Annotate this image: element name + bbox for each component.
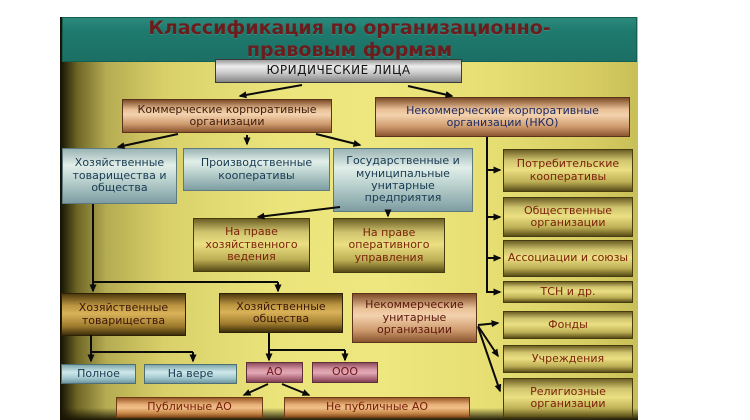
node-ao: АО (246, 362, 303, 383)
node-tsn-and-others: ТСН и др. (503, 281, 633, 303)
node-religious-organizations: Религиозные организации (503, 378, 633, 418)
node-business-societies: Хозяйственные общества (219, 293, 343, 333)
node-institutions: Учреждения (503, 345, 633, 373)
node-right-operational-management: На праве оперативного управления (333, 218, 445, 273)
node-consumer-cooperatives: Потребительские кооперативы (503, 149, 633, 192)
node-noncommercial-unitary-orgs: Некоммерческие унитарные организации (352, 293, 477, 343)
node-state-municipal-unitary-enterprises: Государственные и муниципальные унитарны… (333, 148, 473, 212)
node-business-partnerships: Хозяйственные товарищества (61, 293, 186, 336)
node-juridical-persons: ЮРИДИЧЕСКИЕ ЛИЦА (215, 59, 462, 83)
node-funds: Фонды (503, 311, 633, 339)
node-public-organizations: Общественные организации (503, 197, 633, 237)
node-commercial-corporate-orgs: Коммерческие корпоративные организации (122, 99, 332, 133)
node-right-economic-management: На праве хозяйственного ведения (193, 218, 310, 272)
node-limited-partnership: На вере (144, 364, 237, 384)
node-full-partnership: Полное (61, 364, 136, 384)
node-public-ao: Публичные АО (116, 397, 263, 418)
node-non-public-ao: Не публичные АО (284, 397, 470, 418)
node-ooo: ООО (312, 362, 378, 383)
node-associations-unions: Ассоциации и союзы (503, 240, 633, 277)
node-production-cooperatives: Производственные кооперативы (183, 148, 330, 191)
node-noncommercial-corporate-orgs: Некоммерческие корпоративные организации… (375, 97, 630, 137)
node-business-partnerships-societies: Хозяйственные товарищества и общества (62, 148, 177, 204)
title-banner: Классификация по организационно-правовым… (62, 17, 637, 62)
slide-title: Классификация по организационно-правовым… (148, 17, 551, 61)
